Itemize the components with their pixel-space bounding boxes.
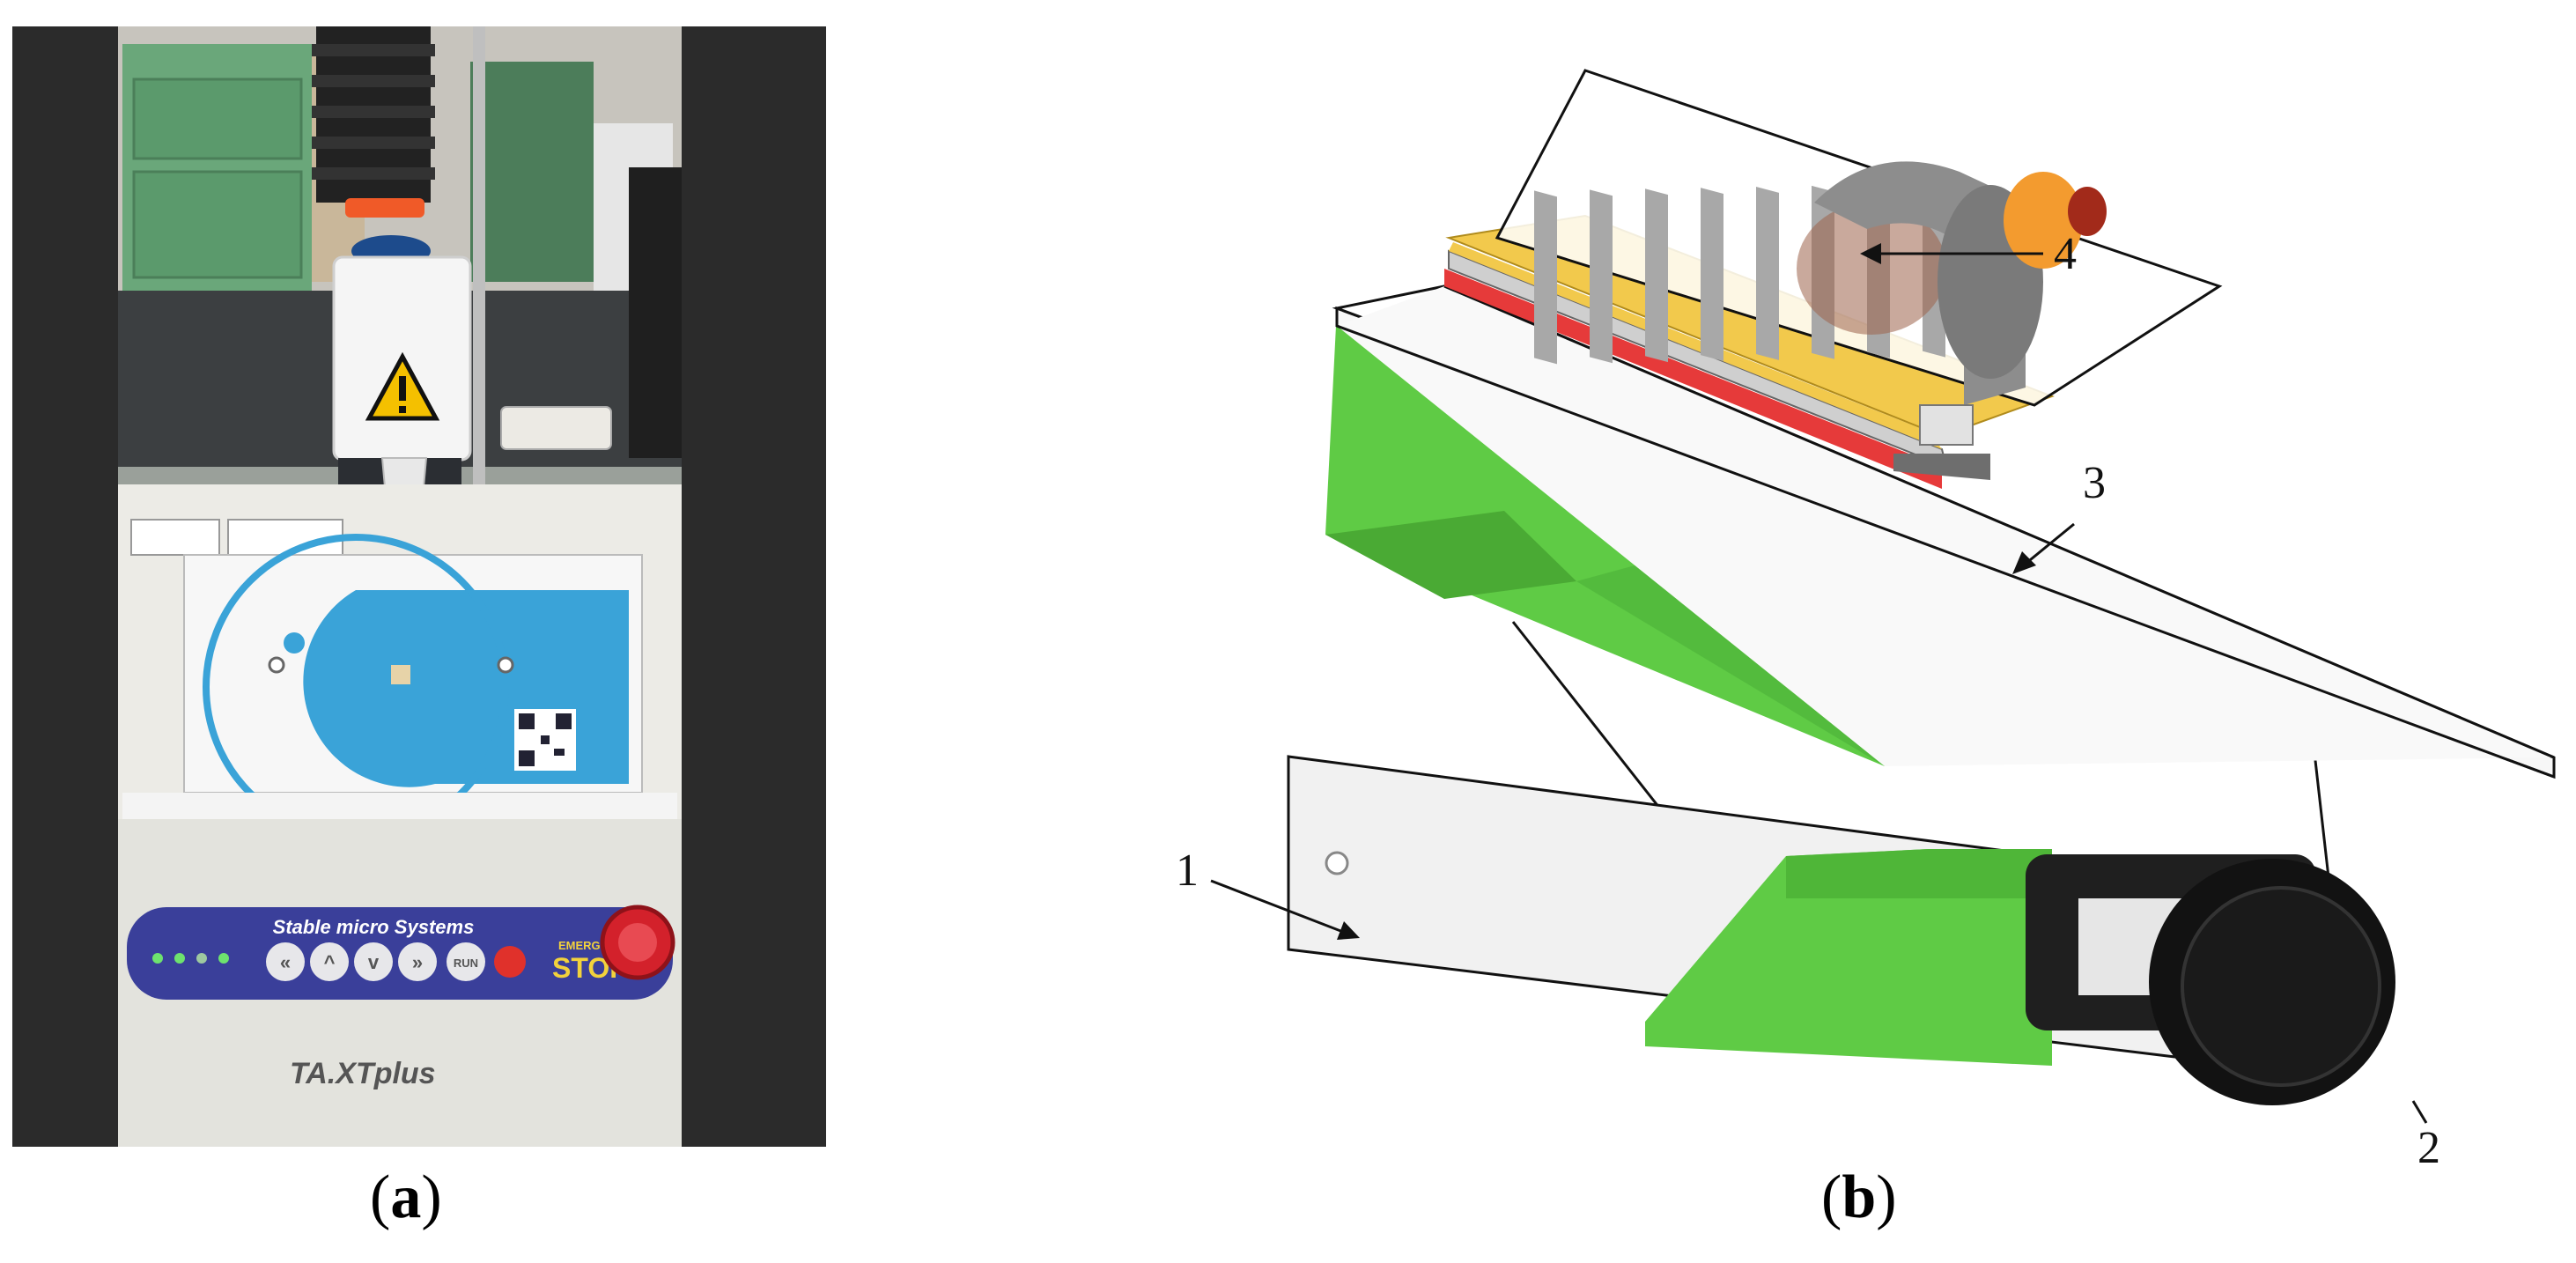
key-run[interactable] [447, 942, 485, 981]
slat [1534, 190, 1557, 365]
orange-ring [345, 198, 424, 218]
qr-code [514, 709, 576, 771]
svg-text:RUN: RUN [454, 956, 478, 970]
key-up[interactable] [310, 942, 349, 981]
panel-b-diagram: 4 3 1 2 [1145, 18, 2563, 1173]
power-strip [500, 406, 612, 450]
leader-arrows [1210, 243, 2428, 1124]
label-sticker [130, 519, 220, 556]
svg-text:»: » [412, 951, 423, 973]
caption-a: (a) [370, 1163, 442, 1231]
status-led [152, 953, 163, 964]
tread-red [1444, 269, 1942, 489]
svg-text:^: ^ [324, 951, 336, 973]
leader-1 [1210, 879, 1348, 935]
lower-green-block [1645, 849, 2052, 1066]
support-rod [473, 26, 485, 484]
sample [391, 665, 410, 684]
sample-ball [1797, 203, 1946, 335]
brand-text: Stable micro Systems [273, 916, 475, 938]
key-fast-down[interactable] [398, 942, 437, 981]
key-down[interactable] [354, 942, 393, 981]
inclined-plane-diagram: 4 3 1 2 [1176, 69, 2556, 1173]
digital-protractor [2026, 854, 2395, 1105]
orange-cylinder [2004, 172, 2083, 269]
svg-text:«: « [280, 951, 291, 973]
callout-3: 3 [2083, 458, 2106, 508]
svg-text:v: v [368, 951, 380, 973]
mounting-hole [1325, 851, 1349, 875]
sample-holder-assembly [1444, 69, 2223, 489]
hinge-line [1511, 621, 1664, 813]
texture-analyser-illustration: Stable micro Systems « ^ v » RUN EMERGEN… [12, 26, 826, 1147]
leader-3 [2025, 522, 2075, 565]
panel-a-photo: Stable micro Systems « ^ v » RUN EMERGEN… [12, 26, 826, 1147]
caption-a-letter: a [390, 1163, 422, 1231]
ruler [122, 793, 677, 819]
bellows-column [312, 26, 435, 203]
keypad: « ^ v » RUN [266, 942, 526, 981]
control-panel [127, 907, 673, 1000]
key-fast-up[interactable] [266, 942, 305, 981]
callout-1: 1 [1176, 846, 1199, 896]
callout-4: 4 [2054, 229, 2077, 279]
tread-yellow [1449, 242, 1942, 449]
warning-icon [365, 351, 440, 421]
blue-pad [303, 590, 629, 787]
leader-2 [2411, 1100, 2428, 1124]
callout-2: 2 [2417, 1123, 2440, 1163]
stop-key[interactable] [494, 946, 526, 978]
clamp-bolt [1919, 404, 1974, 446]
caption-b-letter: b [1842, 1163, 1877, 1231]
product-logo: TA.XTplus [290, 1057, 436, 1090]
caption-b: (b) [1821, 1163, 1897, 1231]
